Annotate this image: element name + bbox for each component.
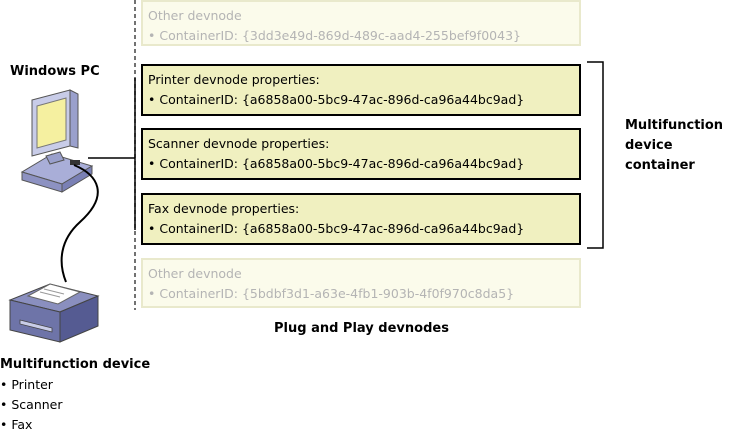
fax-devnode-box: Fax devnode properties: • ContainerID: {… [141, 193, 581, 245]
printer-devnode-box: Printer devnode properties: • ContainerI… [141, 64, 581, 116]
devnode-title: Printer devnode properties: [148, 72, 320, 87]
other-devnode-box-bottom: Other devnode • ContainerID: {5bdbf3d1-a… [141, 258, 581, 308]
container-id: ContainerID: {a6858a00-5bc9-47ac-896d-ca… [159, 156, 525, 171]
container-id: ContainerID: {a6858a00-5bc9-47ac-896d-ca… [159, 92, 525, 107]
container-id: ContainerID: {3dd3e49d-869d-489c-aad4-25… [159, 28, 521, 43]
mfd-item-scanner: • Scanner [0, 397, 63, 412]
container-bracket [587, 61, 604, 249]
bullet: • [148, 156, 156, 171]
container-id: ContainerID: {a6858a00-5bc9-47ac-896d-ca… [159, 221, 525, 236]
bullet: • [148, 221, 156, 236]
bullet: • [148, 28, 156, 43]
devnode-title: Scanner devnode properties: [148, 136, 330, 151]
devnode-title: Other devnode [148, 8, 242, 23]
pnp-devnodes-label: Plug and Play devnodes [274, 321, 449, 336]
container-label-line-2: device [625, 138, 673, 153]
container-label-line-1: Multifunction [625, 118, 724, 133]
other-devnode-box-top: Other devnode • ContainerID: {3dd3e49d-8… [141, 0, 581, 46]
windows-pc-label: Windows PC [10, 64, 100, 79]
bullet: • [0, 397, 8, 412]
container-label-line-3: container [625, 158, 695, 173]
container-id: ContainerID: {5bdbf3d1-a63e-4fb1-903b-4f… [159, 286, 515, 301]
bullet: • [0, 417, 8, 432]
scanner-devnode-box: Scanner devnode properties: • ContainerI… [141, 128, 581, 180]
bullet: • [0, 377, 8, 392]
multifunction-device-icon [8, 283, 100, 343]
devnode-title: Fax devnode properties: [148, 201, 300, 216]
bullet: • [148, 286, 156, 301]
mfd-item-printer: • Printer [0, 377, 53, 392]
multifunction-device-title: Multifunction device [0, 357, 151, 372]
device-cable [60, 164, 99, 283]
container-label: Multifunction device container [625, 116, 723, 176]
bullet: • [148, 92, 156, 107]
devnode-title: Other devnode [148, 266, 242, 281]
mfd-item-fax: • Fax [0, 417, 33, 432]
windows-pc-icon [20, 89, 94, 193]
